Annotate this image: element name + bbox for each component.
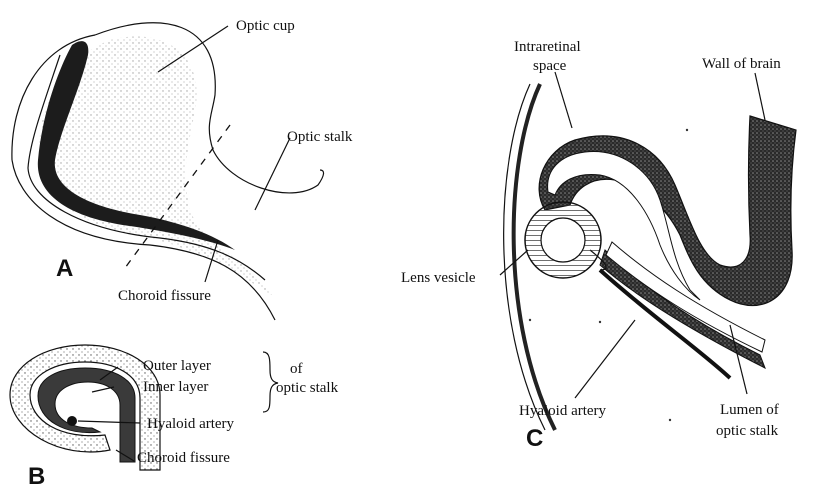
- hyaloid-artery-dot: [67, 416, 77, 426]
- panel-label-a: A: [56, 255, 73, 282]
- label-of: of: [290, 361, 303, 377]
- panel-label-c: C: [526, 425, 543, 452]
- panel-c-drawing: [500, 72, 796, 430]
- label-optic-cup: Optic cup: [236, 18, 295, 34]
- label-inner-layer: Inner layer: [143, 379, 208, 395]
- label-wall-of-brain: Wall of brain: [702, 56, 781, 72]
- label-intraretinal-1: Intraretinal: [514, 39, 581, 55]
- label-lumen-2: optic stalk: [716, 423, 779, 439]
- label-hyaloid-artery-b: Hyaloid artery: [147, 416, 235, 432]
- label-choroid-fissure-b: Choroid fissure: [137, 450, 230, 466]
- label-outer-layer: Outer layer: [143, 358, 211, 374]
- panel-label-b: B: [28, 463, 45, 490]
- label-lumen-1: Lumen of: [720, 402, 779, 418]
- label-choroid-fissure-a: Choroid fissure: [118, 288, 211, 304]
- label-optic-stalk-a: Optic stalk: [287, 129, 353, 145]
- label-lens-vesicle: Lens vesicle: [401, 270, 476, 286]
- label-intraretinal-2: space: [533, 58, 567, 74]
- label-optic-stalk-b: optic stalk: [276, 380, 339, 396]
- label-hyaloid-artery-c: Hyaloid artery: [519, 403, 607, 419]
- lens-vesicle-inner: [541, 218, 585, 262]
